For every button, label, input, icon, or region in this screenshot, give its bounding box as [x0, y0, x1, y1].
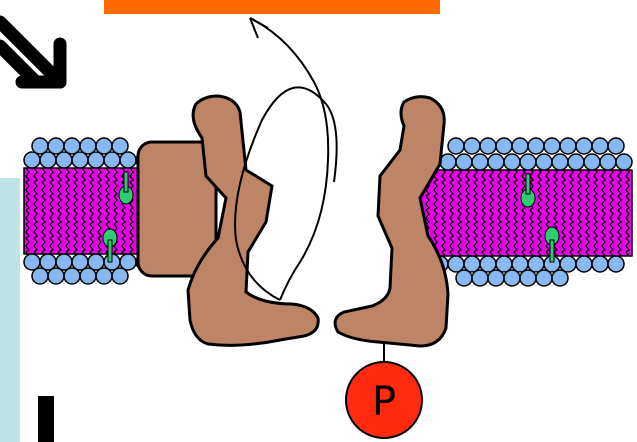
phosphate-label: P: [372, 379, 396, 425]
header-bar: [104, 0, 440, 14]
double-arrow-icon: [0, 22, 60, 82]
lipid-heads-right-top: [440, 138, 632, 170]
lipid-heads-right-bottom: [432, 256, 624, 286]
side-panel: [0, 178, 20, 442]
black-bar: [38, 396, 54, 442]
membrane-right: [420, 138, 632, 286]
curved-arrow-icon: [235, 18, 337, 300]
